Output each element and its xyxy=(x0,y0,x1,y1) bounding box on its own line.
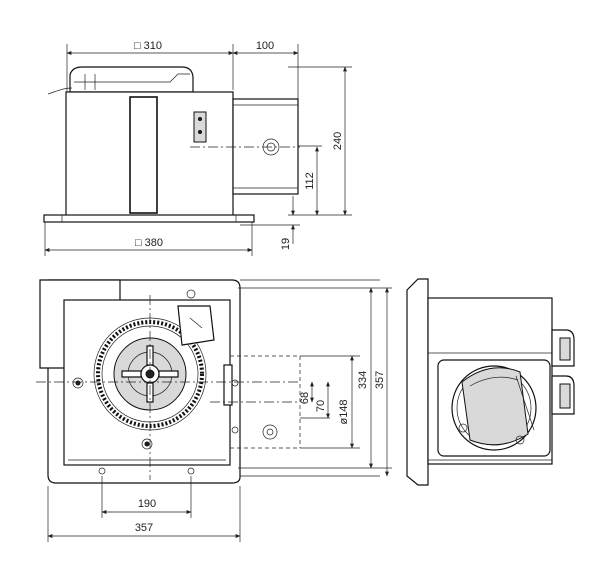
dim-duct-height: 112 xyxy=(304,172,316,190)
dim-top-width: □ 310 xyxy=(134,40,162,52)
end-view xyxy=(406,278,575,486)
dim-top-height: 240 xyxy=(332,132,344,150)
dim-flange-width: □ 380 xyxy=(135,237,163,249)
dim-mount-spacing: 190 xyxy=(138,498,156,510)
dim-70: 70 xyxy=(315,400,327,412)
dim-bottom-width: 357 xyxy=(135,522,153,534)
dim-outer-height: 357 xyxy=(374,371,386,389)
dim-68: 68 xyxy=(299,392,311,404)
side-view: □ 310 100 240 112 □ 380 19 xyxy=(43,40,352,256)
dim-top-offset: 100 xyxy=(256,40,274,52)
dim-flange-offset: 19 xyxy=(280,238,292,250)
bottom-view: 334 357 ø148 70 68 190 357 xyxy=(36,279,392,542)
dim-duct-diameter: ø148 xyxy=(338,399,350,424)
dim-inner-height: 334 xyxy=(357,371,369,389)
